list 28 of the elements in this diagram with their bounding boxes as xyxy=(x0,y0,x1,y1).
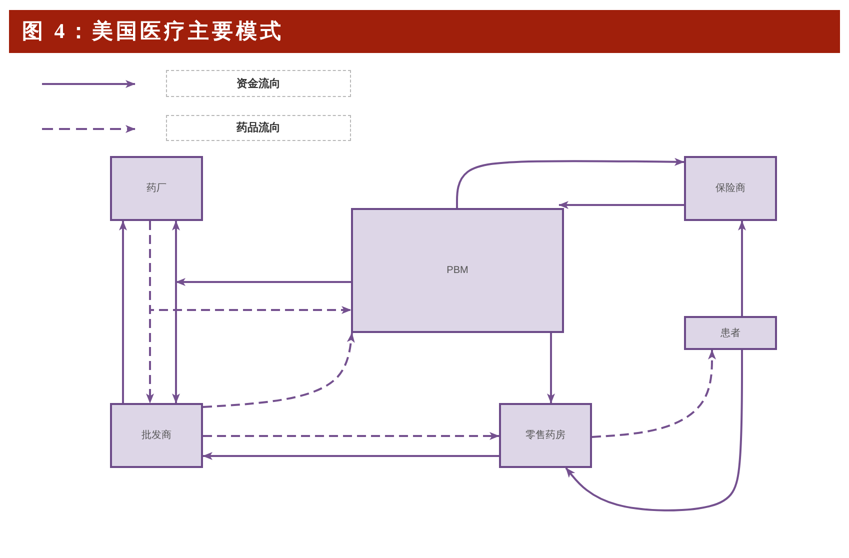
legend-label: 资金流向 xyxy=(236,76,280,90)
dashed-arrow xyxy=(149,221,352,314)
double-headed-arrow xyxy=(172,220,180,404)
process-box xyxy=(110,403,203,468)
dashed-arrow xyxy=(203,432,500,440)
node-label: 药厂 xyxy=(146,182,166,195)
arrow xyxy=(456,158,684,208)
node-label: 患者 xyxy=(720,326,740,340)
node-label: PBM xyxy=(446,264,468,277)
arrow xyxy=(738,220,746,316)
figure-title: 图 4：美国医疗主要模式 xyxy=(22,18,284,44)
process-box xyxy=(351,208,564,333)
process-box xyxy=(684,316,777,350)
arrow xyxy=(558,201,684,209)
process-box xyxy=(684,156,777,221)
node-label: 零售药房 xyxy=(526,429,566,442)
dashed-arrow xyxy=(592,350,716,438)
dashed-arrow xyxy=(202,332,355,408)
arrow xyxy=(565,350,743,512)
arrow xyxy=(202,452,499,460)
process-box xyxy=(499,403,592,468)
legend-label: 药品流向 xyxy=(236,121,280,135)
node-label: 保险商 xyxy=(716,182,746,195)
node-label: 批发商 xyxy=(142,429,172,442)
arrow xyxy=(176,278,351,286)
arrow xyxy=(119,220,127,403)
process-box xyxy=(110,156,203,221)
arrow xyxy=(547,333,555,404)
